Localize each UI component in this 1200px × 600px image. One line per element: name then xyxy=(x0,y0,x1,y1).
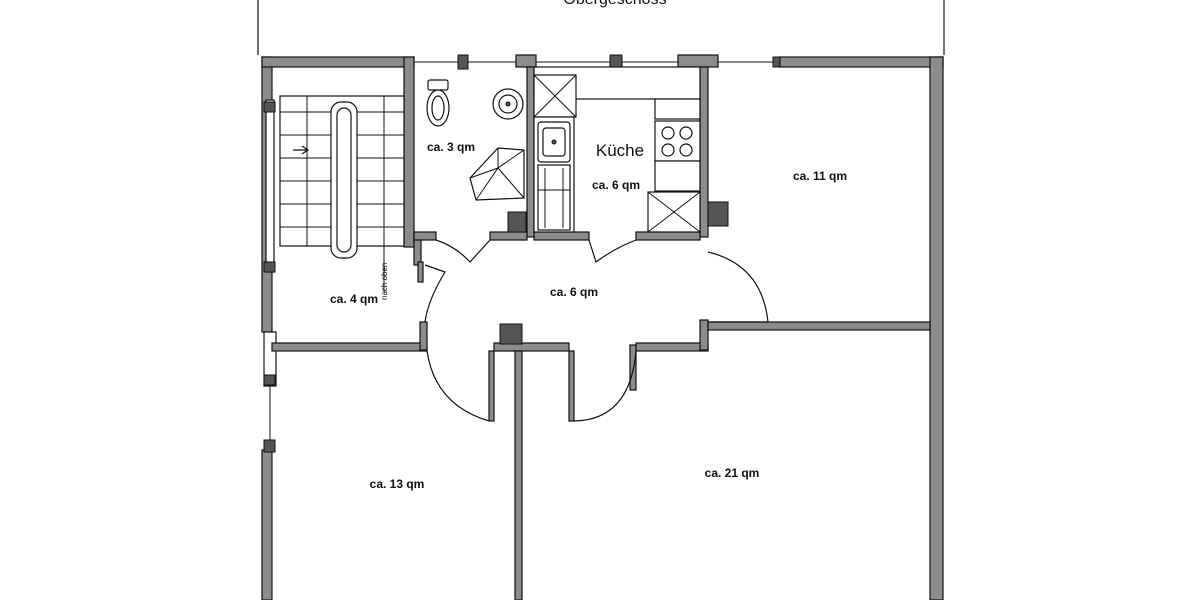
outer-wall-top-mid xyxy=(403,56,415,248)
door-leaf-room21 xyxy=(629,344,637,391)
door-swing-room13 xyxy=(426,350,490,422)
shower-lines-icon xyxy=(469,148,525,201)
wall-bath-bottom-2 xyxy=(489,231,528,241)
wall-stair-bottom xyxy=(271,342,428,352)
fridge-cross xyxy=(647,191,701,233)
stair-note: nach oben xyxy=(380,263,389,300)
duct-1 xyxy=(707,201,729,227)
kitchen-cabinet-cross xyxy=(533,74,577,118)
room-label-kitchen: ca. 6 qm xyxy=(592,178,640,192)
wall-stair-right-2 xyxy=(419,321,428,351)
stair-arrow-icon xyxy=(293,145,310,155)
washbasin-drain-icon xyxy=(505,101,511,107)
outer-wall-left-bottom xyxy=(261,449,273,600)
window-frame-left-4 xyxy=(263,439,276,453)
floor-title: Obergeschoss xyxy=(563,0,666,8)
sink-drain-icon xyxy=(551,139,557,145)
room-name-kitchen: Küche xyxy=(596,141,644,160)
stove-burner-icon xyxy=(679,143,693,157)
wall-stair-right xyxy=(413,239,422,266)
room-label-bath: ca. 3 qm xyxy=(427,140,475,154)
wall-hall-bottom-1 xyxy=(493,342,570,352)
outer-wall-top-3 xyxy=(677,54,719,68)
kitchen-counter-right-2 xyxy=(654,160,701,192)
toilet-tank-icon xyxy=(427,79,449,91)
window-frame-left-3 xyxy=(263,374,276,386)
room-label-stair: ca. 4 qm xyxy=(330,292,378,306)
duct-3 xyxy=(499,323,523,345)
shower-icon xyxy=(469,147,525,201)
window-frame-top-1 xyxy=(457,54,469,70)
outer-wall-right xyxy=(929,56,944,600)
wall-bath-bottom-1 xyxy=(413,231,437,241)
window-frame-left-1 xyxy=(263,261,276,273)
outer-wall-top-left xyxy=(261,56,415,68)
door-swing-room11 xyxy=(707,251,769,323)
door-leaf-stair xyxy=(417,261,424,283)
stair-handrail-inner xyxy=(336,107,352,253)
door-swing-stair xyxy=(424,264,446,323)
wall-hall-right xyxy=(699,319,709,351)
window-frame-left-2 xyxy=(263,101,276,113)
door-leaf-hall-2 xyxy=(568,350,575,422)
room-label-room21: ca. 21 qm xyxy=(705,466,760,480)
door-leaf-hall-1 xyxy=(488,350,495,422)
duct-2 xyxy=(507,211,527,233)
stove-burner-icon xyxy=(661,143,675,157)
door-swing-bath xyxy=(435,239,491,263)
wall-kitchen-room11 xyxy=(699,66,709,238)
stove-burner-icon xyxy=(661,126,675,140)
door-swing-kitchen xyxy=(588,239,637,263)
wall-kitchen-bottom-1 xyxy=(533,231,590,241)
stove-burner-icon xyxy=(679,126,693,140)
room-label-hall: ca. 6 qm xyxy=(550,285,598,299)
kitchen-counter-right xyxy=(654,98,701,120)
window-left-1 xyxy=(265,99,275,273)
room-label-room11: ca. 11 qm xyxy=(793,169,847,183)
dishwasher-icon xyxy=(537,164,571,231)
wall-room13-room21 xyxy=(514,350,523,600)
door-swing-room21 xyxy=(573,350,637,422)
wall-room11-room21 xyxy=(707,321,931,331)
room-label-room13: ca. 13 qm xyxy=(370,477,425,491)
toilet-seat-icon xyxy=(431,95,445,121)
outer-wall-top-2 xyxy=(515,54,537,68)
outer-wall-top-right xyxy=(779,56,944,68)
wall-bath-kitchen xyxy=(526,66,535,238)
stove-icon xyxy=(654,120,701,162)
wall-kitchen-bottom-2 xyxy=(635,231,701,241)
wall-hall-bottom-2 xyxy=(635,342,709,352)
